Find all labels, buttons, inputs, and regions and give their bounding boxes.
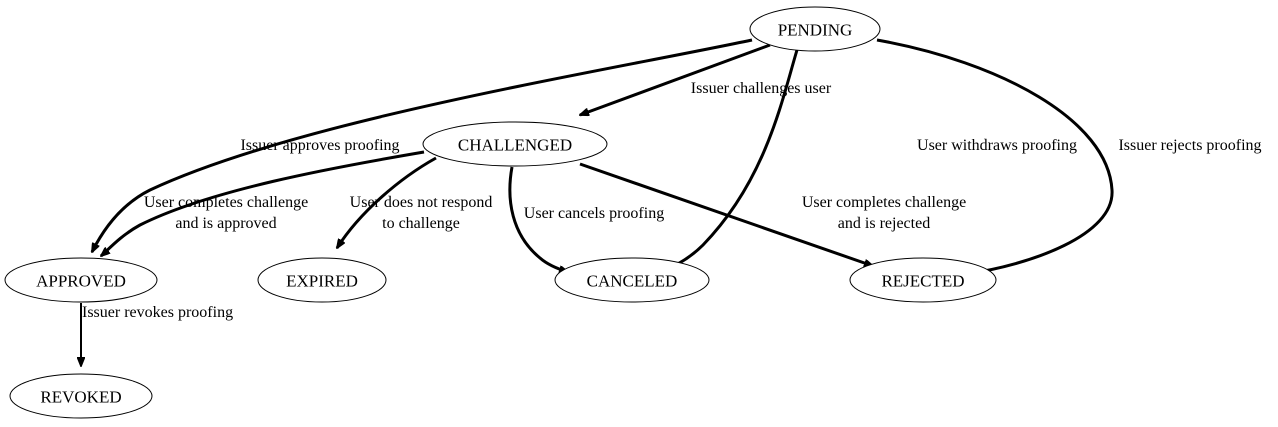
edge-path-challenged-canceled [508,166,568,272]
edge-label-challenged-canceled: User cancels proofing [524,205,664,222]
edge-challenged-to-approved[interactable]: User completes challenge and is approved [101,150,425,256]
node-revoked-ellipse [9,373,153,419]
edge-challenged-to-canceled[interactable]: User cancels proofing [508,166,664,272]
node-revoked-label: REVOKED [40,388,121,407]
node-expired[interactable]: EXPIRED [257,257,387,303]
edge-label-approved-revoked: Issuer revokes proofing [82,304,233,321]
node-approved-label: APPROVED [36,272,126,291]
edge-path-challenged-approved [101,150,425,256]
edge-label-pending-rejected: Issuer rejects proofing [1118,137,1261,154]
node-challenged[interactable]: CHALLENGED [422,121,608,167]
edge-label-pending-challenged: Issuer challenges user [691,80,832,97]
node-rejected-ellipse [849,257,997,303]
edge-challenged-to-expired[interactable]: User does not respond to challenge [337,156,493,248]
edge-label-challenged-expired-line1: User does not respond [350,194,493,211]
node-expired-ellipse [257,257,387,303]
node-challenged-label: CHALLENGED [458,136,572,155]
node-pending-ellipse [749,6,881,52]
node-challenged-ellipse [422,121,608,167]
edge-pending-to-approved[interactable]: Issuer approves proofing [90,38,753,252]
edge-pending-to-challenged[interactable]: Issuer challenges user [580,43,832,117]
node-revoked[interactable]: REVOKED [9,373,153,419]
edge-label-challenged-rejected-line1: User completes challenge [802,194,966,211]
edge-challenged-to-rejected[interactable]: User completes challenge and is rejected [579,162,966,268]
node-pending-label: PENDING [778,21,853,40]
node-rejected-label: REJECTED [881,272,964,291]
node-approved[interactable]: APPROVED [4,257,158,303]
edge-path-pending-rejected [876,38,1114,274]
edge-label-challenged-approved-line1: User completes challenge [144,194,308,211]
edge-path-challenged-rejected [579,162,873,268]
edge-label-pending-canceled: User withdraws proofing [917,137,1077,154]
edge-path-pending-approved [90,38,753,252]
edge-approved-to-revoked[interactable]: Issuer revokes proofing [81,303,233,366]
node-pending[interactable]: PENDING [749,6,881,52]
edge-label-challenged-approved-line2: and is approved [175,215,276,232]
node-canceled[interactable]: CANCELED [554,257,710,303]
edge-label-pending-approved: Issuer approves proofing [240,137,399,154]
node-canceled-ellipse [554,257,710,303]
edge-label-challenged-expired-line2: to challenge [382,215,460,232]
edge-label-challenged-rejected-line2: and is rejected [838,215,930,232]
node-approved-ellipse [4,257,158,303]
node-canceled-label: CANCELED [587,272,678,291]
edge-path-challenged-expired [337,156,437,248]
edge-pending-to-rejected[interactable]: Issuer rejects proofing [876,38,1262,274]
edge-path-pending-challenged [580,43,771,117]
node-expired-label: EXPIRED [286,272,358,291]
node-rejected[interactable]: REJECTED [849,257,997,303]
